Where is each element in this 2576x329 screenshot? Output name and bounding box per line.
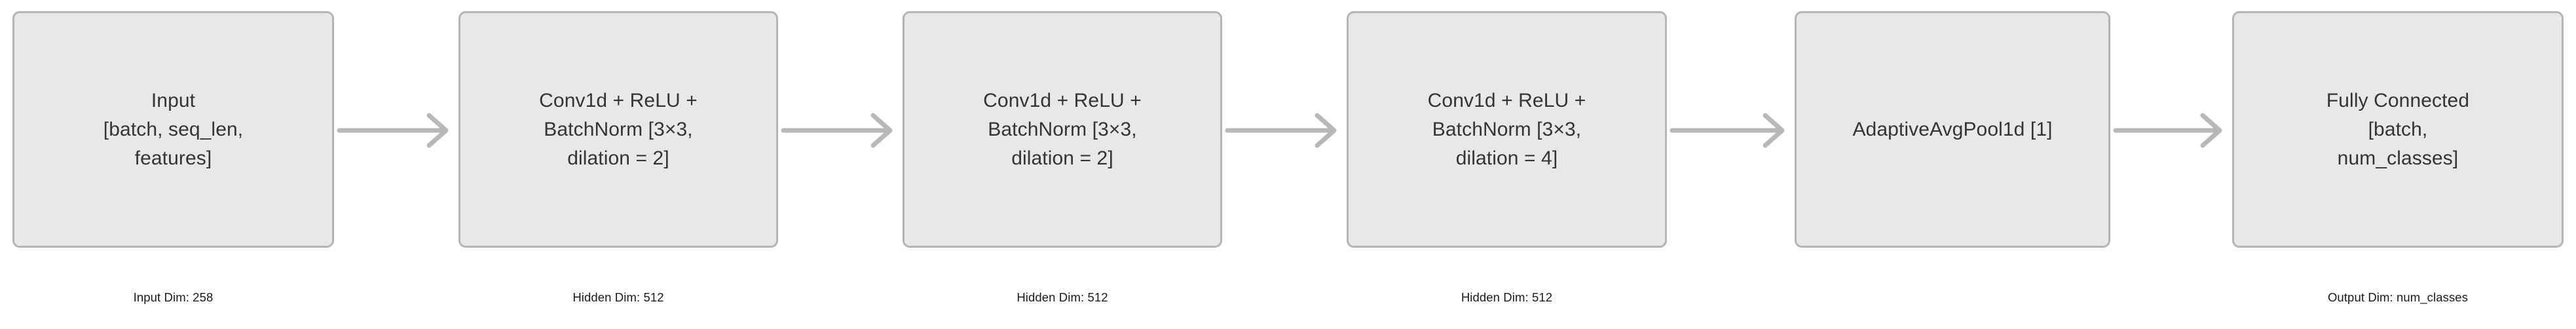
node-input-dim-label: Input Dim: 258	[133, 290, 214, 304]
node-conv-block-2-text: Conv1d + ReLU + BatchNorm [3×3, dilation…	[983, 89, 1142, 169]
node-conv-block-2[interactable]: Conv1d + ReLU + BatchNorm [3×3, dilation…	[903, 11, 1222, 248]
node-conv-block-1-text: Conv1d + ReLU + BatchNorm [3×3, dilation…	[539, 89, 698, 169]
node-fully-connected-text: Fully Connected [batch, num_classes]	[2326, 89, 2470, 169]
node-conv-block-1-dim-label: Hidden Dim: 512	[572, 290, 664, 304]
edge-input-to-conv1	[337, 110, 453, 151]
node-conv-block-3-dim-label: Hidden Dim: 512	[1461, 290, 1553, 304]
arrow-icon	[781, 113, 893, 148]
arrow-icon	[2113, 113, 2222, 148]
arrow-icon	[337, 113, 449, 148]
node-input[interactable]: Input [batch, seq_len, features]	[12, 11, 334, 248]
edge-conv2-to-conv3	[1225, 110, 1341, 151]
node-adaptive-avg-pool[interactable]: AdaptiveAvgPool1d [1]	[1795, 11, 2110, 248]
node-conv-block-2-dim-label: Hidden Dim: 512	[1017, 290, 1108, 304]
edge-conv1-to-conv2	[781, 110, 897, 151]
node-fully-connected-dim-label: Output Dim: num_classes	[2327, 290, 2469, 304]
node-conv-block-1[interactable]: Conv1d + ReLU + BatchNorm [3×3, dilation…	[458, 11, 778, 248]
node-adaptive-avg-pool-text: AdaptiveAvgPool1d [1]	[1852, 118, 2053, 140]
arrow-icon	[1670, 113, 1785, 148]
edge-pool-to-fc	[2113, 110, 2227, 151]
node-fully-connected[interactable]: Fully Connected [batch, num_classes]	[2232, 11, 2564, 248]
arrow-icon	[1225, 113, 1337, 148]
node-input-text: Input [batch, seq_len, features]	[103, 89, 244, 169]
edge-conv3-to-pool	[1670, 110, 1789, 151]
node-conv-block-3[interactable]: Conv1d + ReLU + BatchNorm [3×3, dilation…	[1347, 11, 1667, 248]
node-conv-block-3-text: Conv1d + ReLU + BatchNorm [3×3, dilation…	[1427, 89, 1586, 169]
